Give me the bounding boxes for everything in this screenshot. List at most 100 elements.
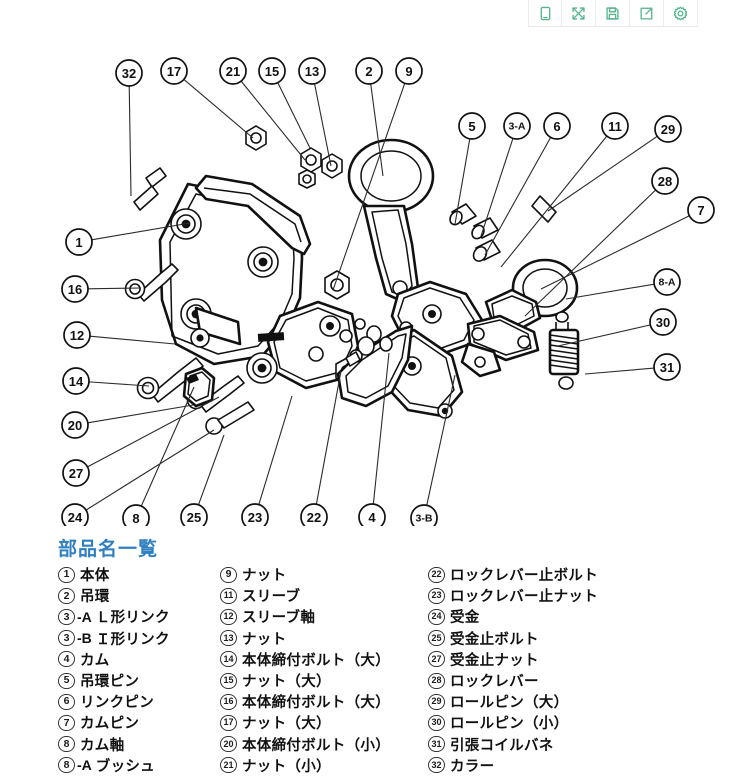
callout-circle[interactable] [653, 268, 681, 296]
callout-leader-line [500, 135, 608, 268]
callout-circle[interactable] [601, 112, 629, 140]
callout-30[interactable]: 30 [557, 308, 677, 347]
callout-3-A[interactable]: 3-A [480, 112, 531, 237]
callout-circle[interactable] [653, 353, 681, 381]
callout-circle[interactable] [503, 112, 531, 140]
callout-17[interactable]: 17 [160, 57, 254, 139]
callout-label: 5 [468, 119, 475, 134]
callout-circle[interactable] [298, 57, 326, 85]
callout-5[interactable]: 5 [454, 112, 486, 225]
parts-list-item-label: カムピン [80, 716, 140, 733]
callout-9[interactable]: 9 [332, 57, 423, 291]
parts-list-item-label: 本体締付ボルト（大） [242, 695, 390, 712]
parts-list-item-label: 受金止ナット [450, 652, 539, 669]
callout-circle[interactable] [115, 59, 143, 87]
callout-1[interactable]: 1 [65, 222, 191, 256]
callout-28[interactable]: 28 [524, 167, 679, 317]
share-button[interactable] [630, 0, 664, 26]
callout-label: 27 [69, 466, 83, 481]
callout-29[interactable]: 29 [547, 115, 682, 212]
callout-leader-line [557, 324, 651, 347]
callout-circle[interactable] [122, 504, 150, 526]
callout-circle[interactable] [458, 112, 486, 140]
callout-leader-line [128, 85, 132, 197]
callout-27[interactable]: 27 [62, 396, 220, 487]
callout-leader-line [484, 137, 552, 256]
callout-circle[interactable] [300, 503, 328, 526]
callout-circle[interactable] [62, 459, 90, 487]
callout-22[interactable]: 22 [300, 370, 342, 526]
parts-list-item-number: 15 [220, 672, 237, 689]
parts-list-item-label: カム軸 [80, 737, 125, 754]
callout-circle[interactable] [61, 503, 89, 526]
parts-list-item-label: 本体 [80, 568, 110, 585]
callout-circle[interactable] [62, 367, 90, 395]
callout-label: 17 [167, 64, 181, 79]
callout-label: 30 [656, 315, 670, 330]
callout-15[interactable]: 15 [258, 57, 311, 149]
callout-13[interactable]: 13 [298, 57, 332, 167]
callout-circle[interactable] [649, 308, 677, 336]
callout-leader-line [540, 215, 690, 290]
bolt-16 [124, 263, 179, 302]
callout-circle[interactable] [241, 503, 269, 526]
sleeve-6 [472, 239, 501, 262]
mobile-view-button[interactable] [528, 0, 562, 26]
callout-circle[interactable] [65, 228, 93, 256]
nut-13 [321, 153, 343, 179]
fullscreen-button[interactable] [562, 0, 596, 26]
callout-23[interactable]: 23 [241, 395, 293, 526]
nut-21 [298, 169, 316, 189]
callout-circle[interactable] [687, 196, 715, 224]
callout-21[interactable]: 21 [219, 57, 306, 161]
callout-leader-line [426, 374, 456, 506]
callout-circle[interactable] [219, 57, 247, 85]
parts-list-item-label: Ｉ形リンク [95, 631, 170, 648]
callout-2[interactable]: 2 [355, 57, 384, 177]
callout-32[interactable]: 32 [115, 59, 143, 197]
callout-20[interactable]: 20 [61, 404, 194, 439]
callout-circle[interactable] [410, 504, 438, 526]
callout-8-A[interactable]: 8-A [565, 268, 681, 300]
callout-circle[interactable] [355, 57, 383, 85]
callout-11[interactable]: 11 [500, 112, 629, 268]
callout-24[interactable]: 24 [61, 429, 215, 526]
callout-8[interactable]: 8 [122, 386, 195, 526]
parts-list-item-number: 20 [220, 736, 237, 753]
callout-leader-line [87, 404, 194, 424]
callout-12[interactable]: 12 [63, 321, 176, 349]
callout-circle[interactable] [543, 112, 571, 140]
callout-4[interactable]: 4 [358, 352, 390, 526]
callout-circle[interactable] [651, 167, 679, 195]
callout-circle[interactable] [160, 57, 188, 85]
callout-7[interactable]: 7 [540, 196, 715, 290]
callout-label: 12 [70, 328, 84, 343]
callout-label: 2 [365, 64, 372, 79]
callout-25[interactable]: 25 [180, 434, 225, 526]
callout-leader-line [88, 381, 150, 387]
parts-list-item-number: 30 [428, 714, 445, 731]
settings-button[interactable] [664, 0, 698, 26]
callout-31[interactable]: 31 [584, 353, 681, 381]
callout-circle[interactable] [654, 115, 682, 143]
callout-label: 11 [608, 119, 622, 134]
callout-circle[interactable] [61, 275, 89, 303]
callout-circle[interactable] [61, 411, 89, 439]
callout-16[interactable]: 16 [61, 275, 142, 303]
callout-circle[interactable] [180, 503, 208, 526]
callout-circle[interactable] [258, 57, 286, 85]
parts-list-item-number: 3 [58, 630, 75, 647]
save-button[interactable] [596, 0, 630, 26]
callout-14[interactable]: 14 [62, 367, 150, 395]
callout-circle[interactable] [358, 503, 386, 526]
callout-circle[interactable] [395, 57, 423, 85]
callout-circle[interactable] [63, 321, 91, 349]
parts-list-item-number: 28 [428, 672, 445, 689]
callout-3-B[interactable]: 3-B [410, 374, 456, 526]
callout-6[interactable]: 6 [484, 112, 571, 256]
